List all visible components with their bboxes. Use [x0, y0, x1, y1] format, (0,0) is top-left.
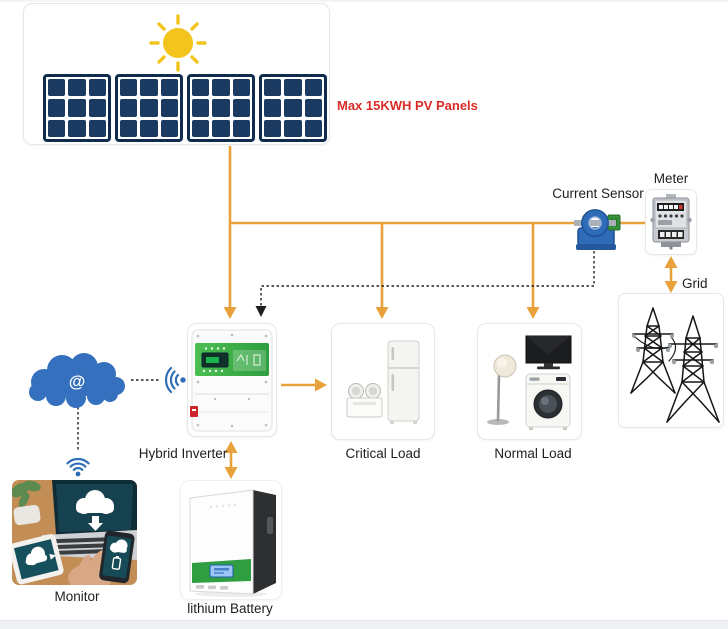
pv-cell — [284, 79, 302, 97]
battery-card — [180, 480, 282, 600]
pv-cell — [284, 99, 302, 117]
solar-panel-row — [43, 74, 327, 142]
hybrid-inverter-icon — [190, 329, 273, 432]
pv-cell — [120, 99, 138, 117]
tv-icon — [525, 335, 572, 370]
pv-cell — [120, 79, 138, 97]
sensor-to-inverter-signal — [260, 251, 595, 307]
critical-load-appliances — [346, 340, 420, 424]
plant-leaves — [12, 480, 41, 508]
pv-cell — [264, 99, 282, 117]
pv-cell — [140, 99, 158, 117]
pv-cell — [68, 119, 86, 137]
pv-array-card — [23, 3, 330, 145]
pv-cell — [192, 119, 210, 137]
fridge-icon — [387, 340, 420, 424]
pv-cell — [264, 119, 282, 137]
hybrid-inverter-label: Hybrid Inverter — [138, 446, 228, 461]
pv-cell — [212, 119, 230, 137]
dotted-signal-wires — [77, 251, 595, 452]
pv-cell — [232, 79, 250, 97]
current-sensor-icon — [574, 209, 621, 250]
pv-cell — [48, 99, 66, 117]
orange-arrowheads — [223, 256, 678, 479]
normal-load-card — [477, 323, 582, 440]
solar-panel-icon — [43, 74, 111, 142]
desk-device — [13, 504, 41, 526]
pv-cell — [68, 79, 86, 97]
tablet — [12, 534, 64, 585]
lithium-battery-label: lithium Battery — [187, 601, 273, 616]
monitor-illustration — [12, 480, 137, 585]
monitor-photo — [12, 480, 137, 585]
pv-capacity-note: Max 15KWH PV Panels — [337, 98, 478, 113]
pv-cell — [304, 79, 322, 97]
footer-strip — [0, 620, 728, 629]
pv-cell — [212, 99, 230, 117]
washing-machine-icon — [525, 373, 571, 430]
cloud-at-symbol: @ — [69, 372, 86, 391]
electric-meter-icon — [650, 194, 692, 250]
normal-load-label: Normal Load — [494, 446, 572, 461]
pv-cell — [88, 119, 106, 137]
pv-cell — [284, 119, 302, 137]
pv-cell — [160, 79, 178, 97]
pv-cell — [232, 119, 250, 137]
pv-cell — [160, 99, 178, 117]
black-arrowhead — [255, 306, 267, 317]
current-sensor-label: Current Sensor — [552, 186, 644, 201]
pv-cell — [304, 99, 322, 117]
cloud-icon: @ — [29, 353, 125, 408]
solar-panel-icon — [259, 74, 327, 142]
lithium-battery-icon — [189, 489, 276, 597]
pv-cell — [192, 79, 210, 97]
normal-load-appliances — [487, 335, 572, 430]
emergency-light-icon — [346, 383, 383, 418]
inverter-logo — [190, 406, 198, 417]
grid-card — [618, 293, 724, 428]
pv-cell — [192, 99, 210, 117]
wifi-signal-left-icon — [164, 366, 186, 394]
power-towers-icon — [630, 307, 720, 423]
sun-icon — [149, 14, 207, 72]
pv-cell — [212, 79, 230, 97]
pv-cell — [68, 99, 86, 117]
inverter-card — [187, 323, 277, 437]
pv-cell — [48, 79, 66, 97]
grid-label: Grid — [682, 276, 708, 291]
pv-cell — [232, 99, 250, 117]
pv-cell — [160, 119, 178, 137]
top-hairline — [0, 0, 728, 2]
pv-cell — [120, 119, 138, 137]
floor-lamp-icon — [487, 354, 517, 425]
wifi-icon — [66, 457, 90, 477]
pv-cell — [140, 119, 158, 137]
pv-cell — [88, 79, 106, 97]
critical-load-card — [331, 323, 435, 440]
pv-cell — [88, 99, 106, 117]
critical-load-label: Critical Load — [345, 446, 421, 461]
solar-panel-icon — [187, 74, 255, 142]
meter-label: Meter — [653, 171, 689, 186]
pv-cell — [304, 119, 322, 137]
pv-cell — [140, 79, 158, 97]
meter-card — [645, 189, 697, 255]
pv-cell — [264, 79, 282, 97]
phone — [99, 530, 135, 584]
solar-panel-icon — [115, 74, 183, 142]
pv-cell — [48, 119, 66, 137]
monitor-label: Monitor — [54, 589, 100, 604]
